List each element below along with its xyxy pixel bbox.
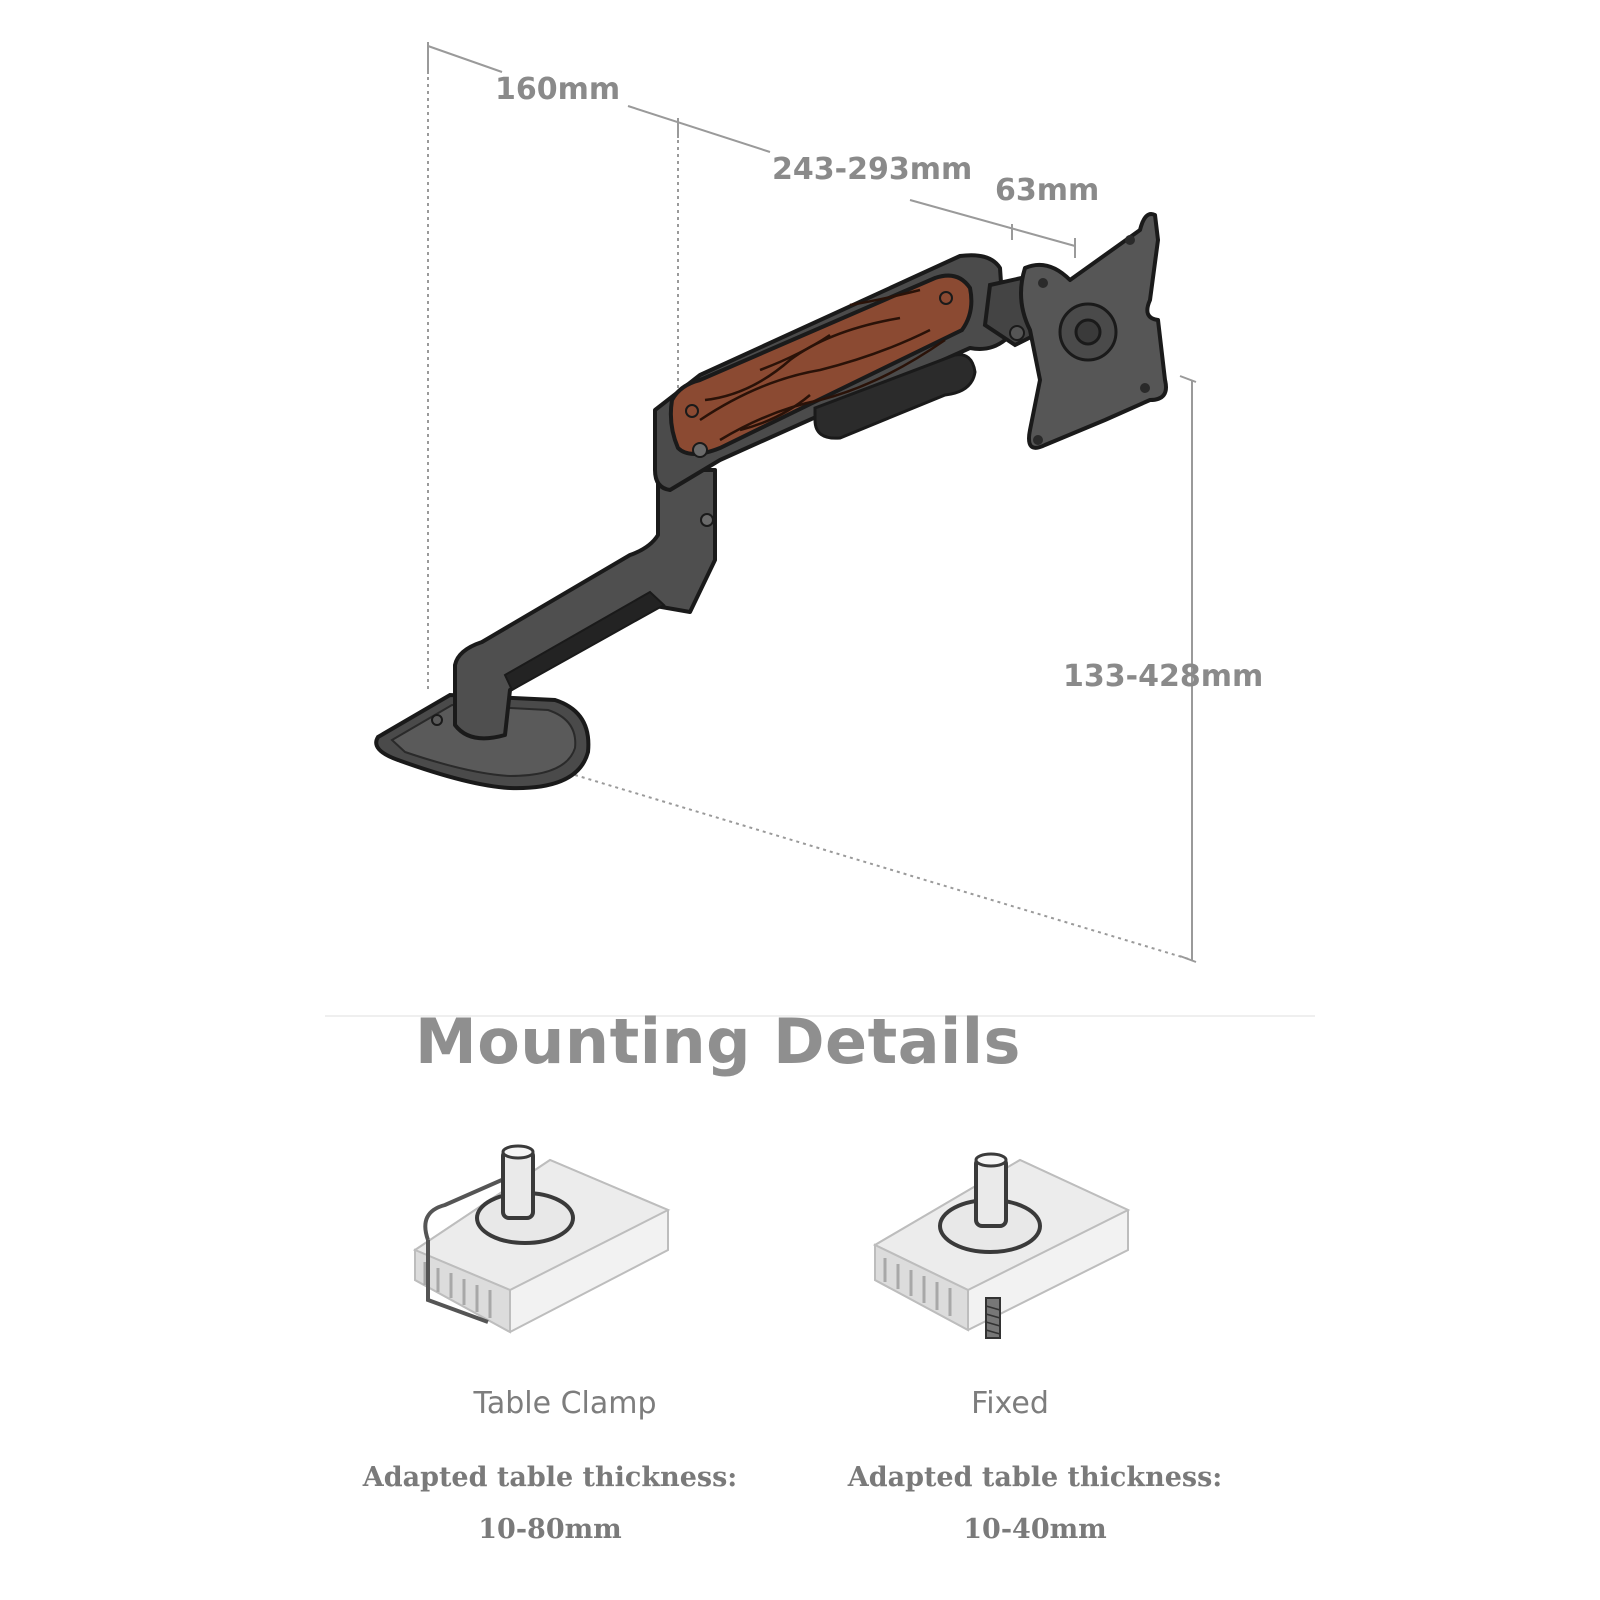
fixed-thickness-label: Adapted table thickness:	[847, 1462, 1223, 1493]
section-title: Mounting Details	[415, 1005, 1021, 1078]
dimension-arm-length: 243-293mm	[772, 152, 972, 187]
table-clamp-illustration	[412, 1144, 671, 1334]
table-clamp-thickness-value: 10-80mm	[478, 1514, 622, 1545]
dotted-guides	[427, 70, 1193, 961]
fixed-thickness-value: 10-40mm	[963, 1514, 1107, 1545]
upper-arm	[653, 253, 1007, 492]
dimension-base-to-joint: 160mm	[495, 72, 620, 107]
mount-option-name-fixed: Fixed	[971, 1386, 1049, 1421]
table-clamp-thickness-label: Adapted table thickness:	[362, 1462, 738, 1493]
mount-option-name-table-clamp: Table Clamp	[473, 1386, 657, 1421]
dimension-head-offset: 63mm	[995, 173, 1099, 208]
fixed-mount-illustration	[872, 1152, 1131, 1339]
vesa-plate	[1019, 212, 1168, 450]
dimension-lines	[427, 42, 1197, 963]
base-plate	[374, 692, 591, 791]
wood-panel	[668, 273, 974, 456]
dimension-height-range: 133-428mm	[1063, 659, 1263, 694]
lower-arm	[453, 468, 717, 741]
